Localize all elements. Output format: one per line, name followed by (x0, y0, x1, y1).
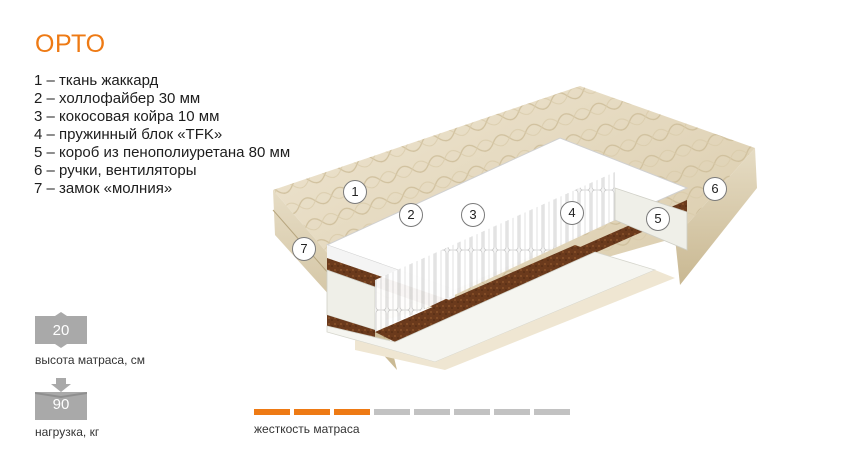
mattress-height-value: 20 (52, 322, 70, 339)
callout-1: 1 (343, 180, 367, 204)
layer-item: 6 – ручки, вентиляторы (34, 162, 197, 179)
mattress-cutaway-illustration: 1 2 3 4 5 6 7 (255, 70, 775, 380)
hardness-label: жесткость матраса (254, 422, 360, 436)
callout-3: 3 (461, 203, 485, 227)
load-arrow-icon: 90 (35, 378, 87, 420)
height-arrows-icon: 20 (35, 312, 87, 348)
hardness-bar-segment (454, 409, 490, 415)
hardness-bar-segment (254, 409, 290, 415)
layer-item: 4 – пружинный блок «TFK» (34, 126, 223, 143)
mattress-height-label: высота матраса, см (35, 353, 146, 367)
hardness-bar-segment (334, 409, 370, 415)
layer-item: 1 – ткань жаккард (34, 72, 159, 89)
callout-5: 5 (646, 207, 670, 231)
hardness-meter: жесткость матраса (254, 409, 570, 436)
product-title: ОРТО (35, 30, 106, 58)
layer-item: 7 – замок «молния» (34, 180, 173, 197)
hardness-bar-segment (534, 409, 570, 415)
callout-4: 4 (560, 201, 584, 225)
callout-6: 6 (703, 177, 727, 201)
mattress-load-spec: 90 нагрузка, кг (35, 378, 99, 439)
hardness-bar-segment (374, 409, 410, 415)
hardness-bar-segment (414, 409, 450, 415)
callout-7: 7 (292, 237, 316, 261)
layer-list: 1 – ткань жаккард 2 – холлофайбер 30 мм … (34, 72, 290, 198)
hardness-bar-segment (294, 409, 330, 415)
layer-item: 2 – холлофайбер 30 мм (34, 90, 201, 107)
layer-item: 5 – короб из пенополиуретана 80 мм (34, 144, 291, 161)
callout-2: 2 (399, 203, 423, 227)
hardness-bars (254, 409, 570, 415)
mattress-load-value: 90 (52, 396, 70, 413)
hardness-bar-segment (494, 409, 530, 415)
mattress-height-spec: 20 высота матраса, см (35, 312, 145, 367)
mattress-drawing (272, 86, 757, 370)
mattress-load-label: нагрузка, кг (35, 425, 100, 439)
layer-item: 3 – кокосовая койра 10 мм (34, 108, 220, 125)
